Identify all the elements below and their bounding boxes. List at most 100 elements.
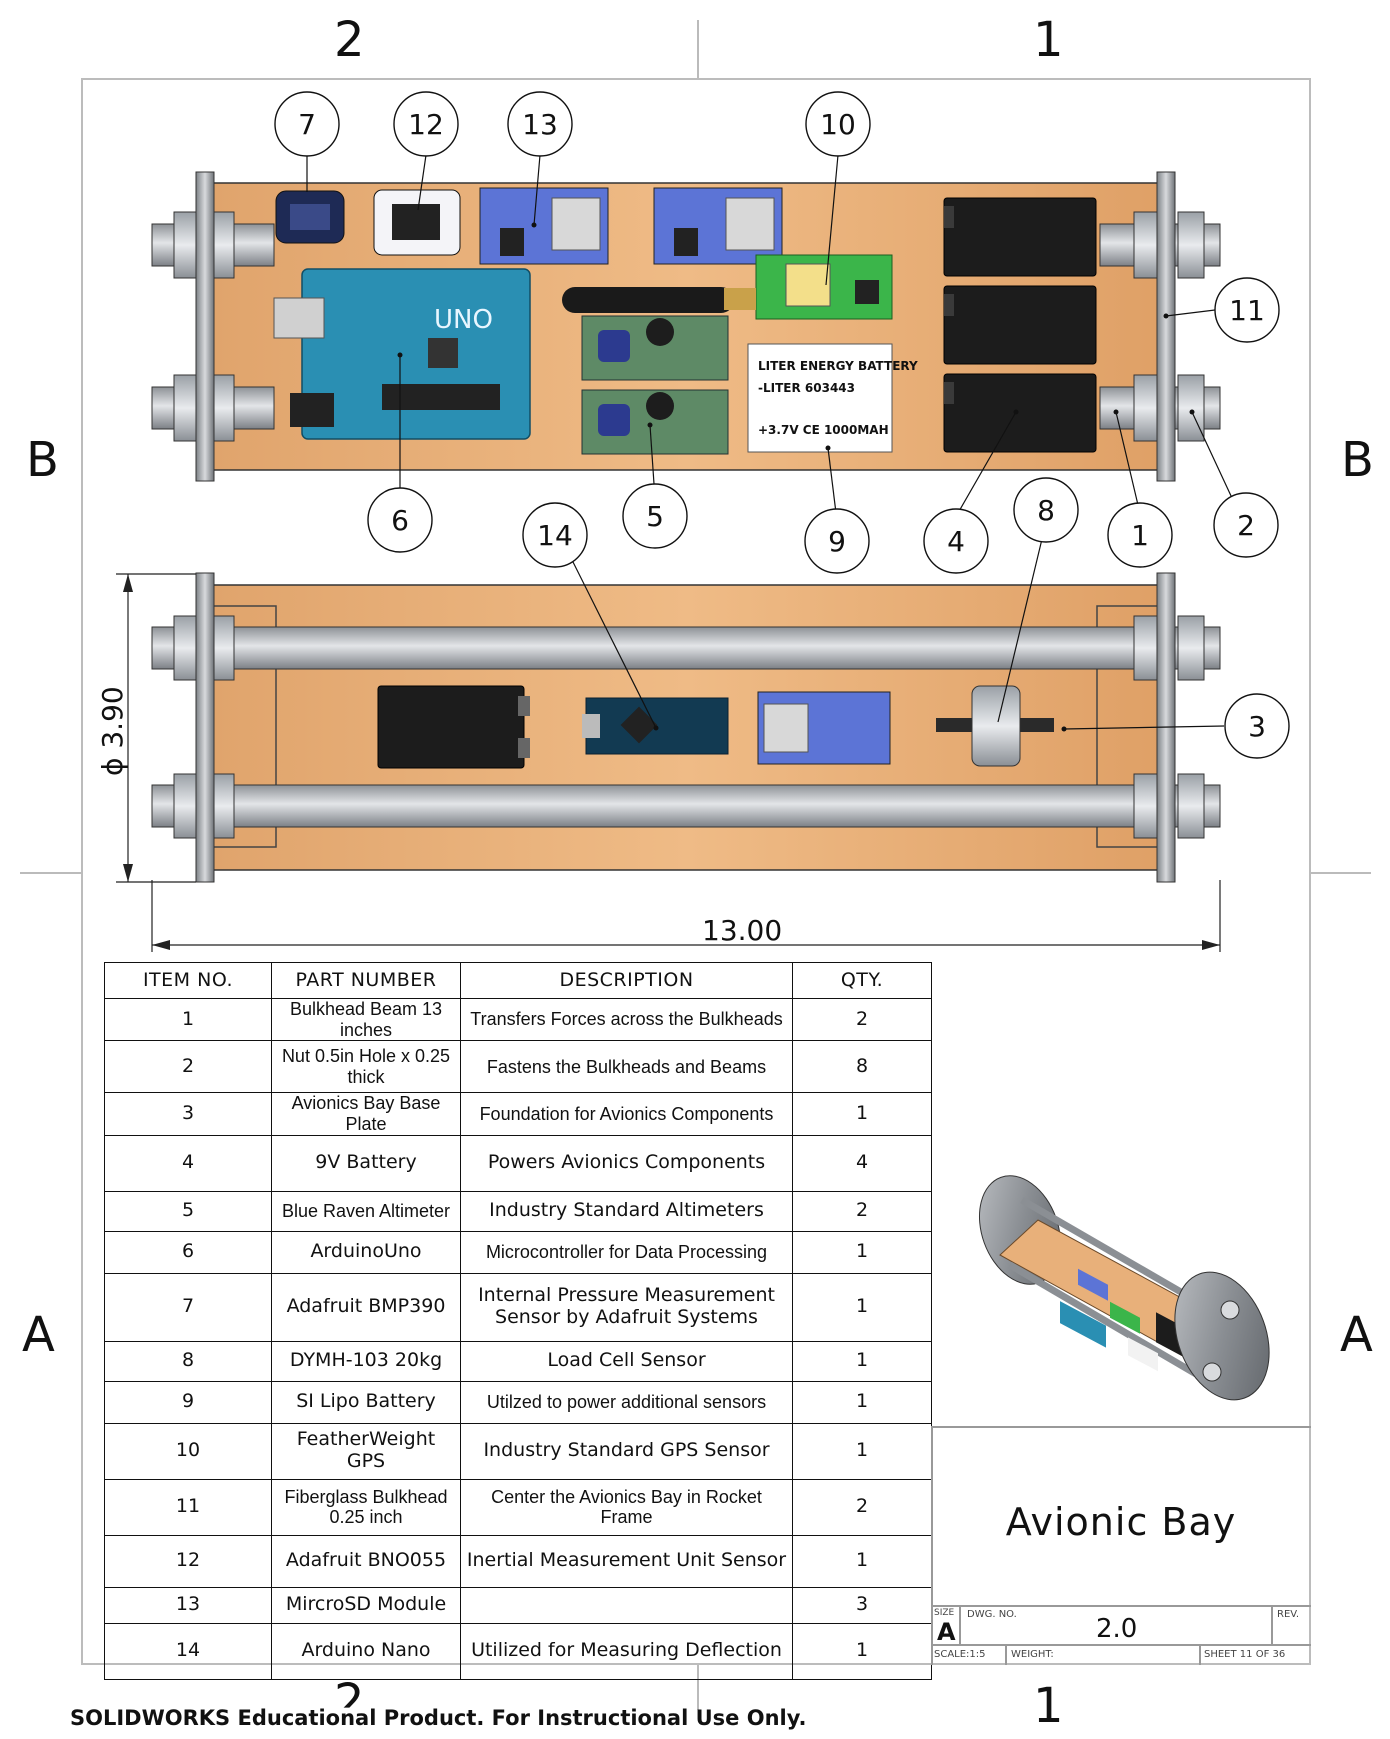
bom-part-number: Adafruit BMP390 <box>271 1272 461 1342</box>
iso-arduino <box>1060 1301 1106 1348</box>
uno-aux-chip <box>428 338 458 368</box>
bom-qty: 1 <box>792 1272 932 1342</box>
iso-sd-1 <box>1078 1268 1108 1301</box>
title-block-bottom-line <box>931 1644 1311 1646</box>
altimeter-2-buzzer <box>646 392 674 420</box>
nut-side-6 <box>1177 615 1205 681</box>
zone-tick-left <box>20 872 81 874</box>
uno-usb-port <box>273 297 325 339</box>
antenna <box>562 287 734 313</box>
zone-label-left-a: A <box>22 1307 55 1363</box>
bom-qty: 1 <box>792 1534 932 1588</box>
nut-tr-1 <box>1133 211 1161 279</box>
dimension-length <box>151 880 1221 952</box>
isometric-view <box>978 1175 1270 1401</box>
iso-rod-2 <box>1008 1261 1198 1378</box>
balloon-6: 6 <box>367 487 433 553</box>
nut-tr-2 <box>1177 211 1205 279</box>
bom-qty: 1 <box>792 1380 932 1424</box>
bom-header-item-no: ITEM NO. <box>104 962 272 999</box>
svg-text:5: 5 <box>646 500 664 533</box>
diameter-dimension-text: ϕ 3.90 <box>96 686 129 776</box>
bom-qty: 1 <box>792 1622 932 1680</box>
bom-item-no: 13 <box>104 1586 272 1624</box>
antenna-connector <box>724 288 756 310</box>
bom-qty: 1 <box>792 1092 932 1136</box>
iso-nut-2 <box>1202 1362 1222 1382</box>
gps-chip <box>855 280 879 304</box>
svg-text:1: 1 <box>1131 519 1149 552</box>
battery-9v-1-terminal <box>944 206 954 228</box>
altimeter-2-capacitor <box>598 404 630 436</box>
rev-label: REV. <box>1277 1609 1299 1620</box>
bom-item-no: 2 <box>104 1040 272 1094</box>
bom-qty: 8 <box>792 1040 932 1094</box>
rod-upper <box>151 626 1221 670</box>
bom-qty: 1 <box>792 1422 932 1480</box>
title-block-top-line <box>931 1426 1311 1428</box>
altimeter-1-buzzer <box>646 318 674 346</box>
bulkhead-left-top <box>195 171 215 482</box>
battery-9v-3 <box>943 373 1097 453</box>
title-block-divider-1 <box>959 1605 961 1644</box>
bmp390-chip <box>290 204 330 230</box>
battery-9v-2 <box>943 285 1097 365</box>
title-block-divider-2 <box>1271 1605 1273 1644</box>
bom-part-number: SI Lipo Battery <box>271 1380 461 1424</box>
bom-item-no: 6 <box>104 1230 272 1274</box>
bom-part-number: Adafruit BNO055 <box>271 1534 461 1588</box>
battery-9v-4 <box>377 685 525 769</box>
bom-item-no: 12 <box>104 1534 272 1588</box>
title-block-divider-3 <box>1005 1644 1007 1665</box>
load-cell <box>971 685 1021 767</box>
bom-item-no: 10 <box>104 1422 272 1480</box>
svg-text:6: 6 <box>391 504 409 537</box>
zone-tick-top <box>697 20 699 78</box>
bom-description: Utilized for Measuring Deflection <box>460 1622 793 1680</box>
bom-description: Microcontroller for Data Processing <box>460 1230 793 1274</box>
bulkhead-right-top <box>1156 171 1176 482</box>
balloon-9: 9 <box>804 508 870 574</box>
svg-text:14: 14 <box>537 519 573 552</box>
bom-item-no: 3 <box>104 1092 272 1136</box>
balloon-1: 1 <box>1107 502 1173 568</box>
bom-description: Internal Pressure Measurement Sensor by … <box>460 1272 793 1342</box>
zone-label-right-a: A <box>1340 1307 1373 1363</box>
bom-header-qty: QTY. <box>792 962 932 999</box>
zone-label-right-b: B <box>1341 432 1374 488</box>
svg-text:9: 9 <box>828 525 846 558</box>
bom-qty: 2 <box>792 997 932 1042</box>
bom-item-no: 14 <box>104 1622 272 1680</box>
iso-altimeter <box>1110 1301 1140 1334</box>
top-view: UNO LITER ENERGY BATTERY -LITER 603443 +… <box>151 171 1221 482</box>
solidworks-educational-notice: SOLIDWORKS Educational Product. For Inst… <box>70 1706 807 1730</box>
bom-part-number: 9V Battery <box>271 1134 461 1192</box>
bulkhead-left-side <box>195 572 215 883</box>
iso-nut-1 <box>1220 1300 1240 1320</box>
sheet-value: SHEET 11 OF 36 <box>1204 1649 1286 1660</box>
bom-item-no: 8 <box>104 1340 272 1382</box>
lipo-label-line1: LITER ENERGY BATTERY <box>758 359 918 373</box>
size-value: A <box>937 1618 956 1646</box>
microsd-slot-2 <box>725 197 775 251</box>
length-dimension-text: 13.00 <box>702 914 782 947</box>
drawing-title: Avionic Bay <box>1005 1500 1237 1544</box>
zone-label-top-2: 2 <box>334 12 365 68</box>
bom-item-no: 4 <box>104 1134 272 1192</box>
gps-antenna-patch <box>785 263 831 307</box>
bom-header-description: DESCRIPTION <box>460 962 793 999</box>
bom-item-no: 5 <box>104 1190 272 1232</box>
svg-text:13: 13 <box>522 108 558 141</box>
size-label: SIZE <box>934 1608 955 1618</box>
uno-power-jack <box>290 393 334 427</box>
battery-9v-4-terminal-2 <box>518 738 530 758</box>
nut-br-2 <box>1177 374 1205 442</box>
zone-label-bottom-1: 1 <box>1033 1678 1064 1734</box>
uno-main-chip <box>382 384 500 410</box>
